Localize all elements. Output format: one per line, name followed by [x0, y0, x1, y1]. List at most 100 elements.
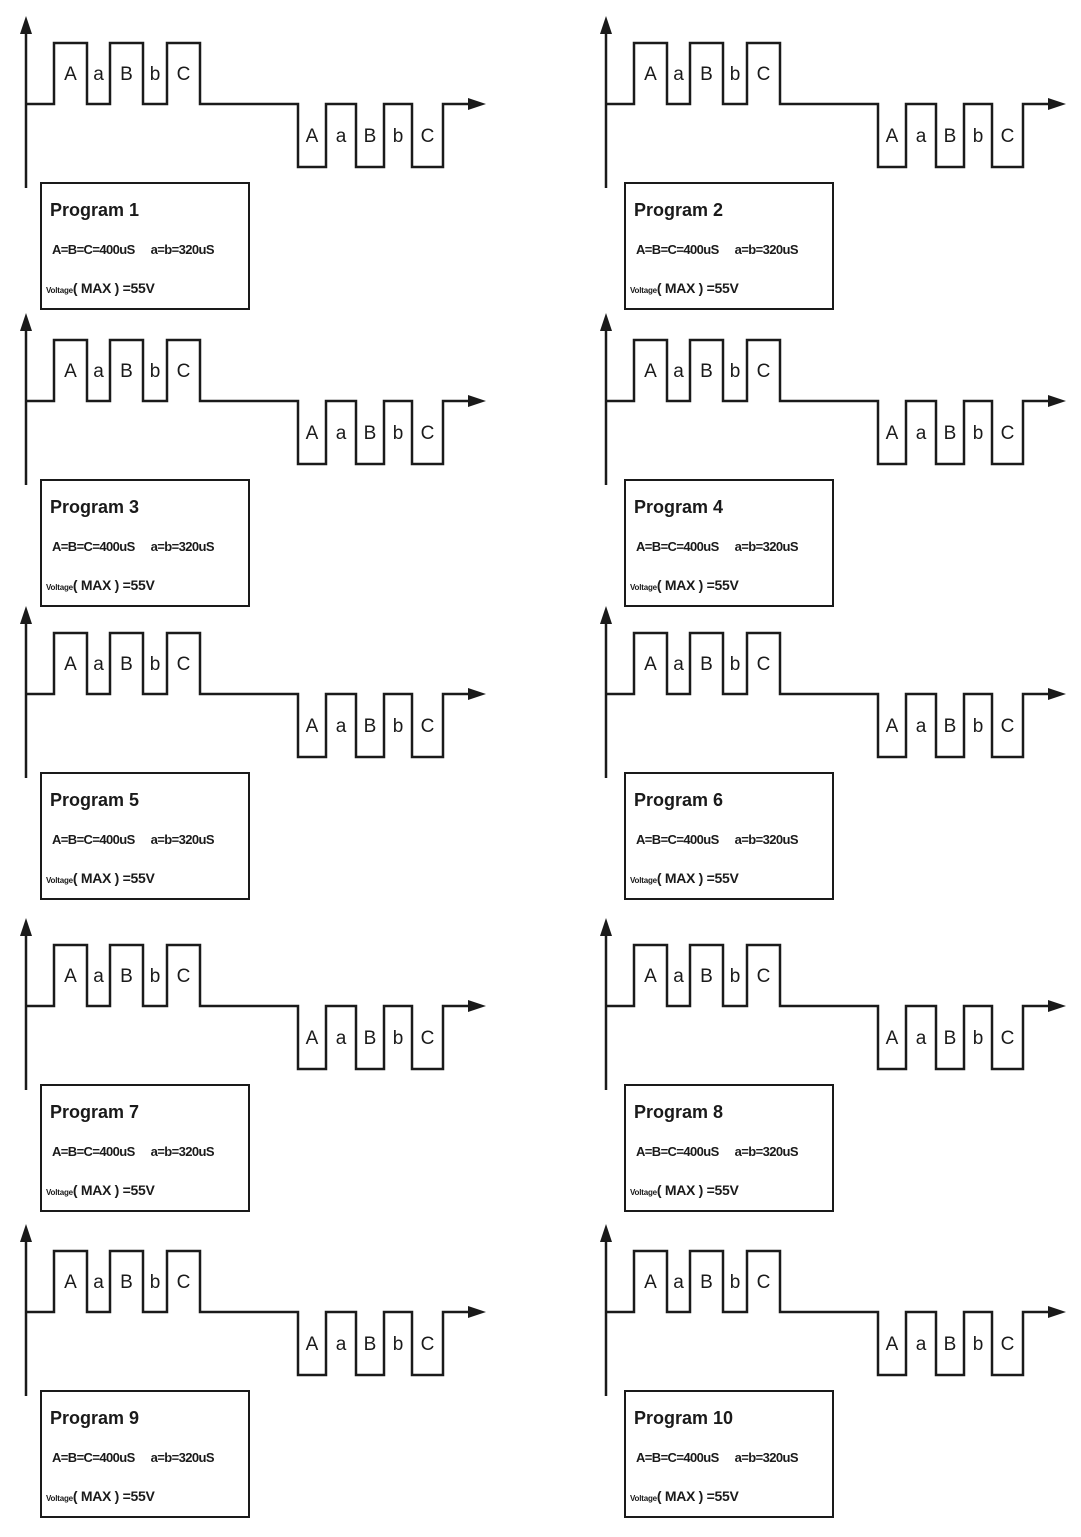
timing-minor: a=b=320uS: [734, 1450, 799, 1465]
pulse-label: b: [393, 126, 404, 147]
pulse-label: C: [757, 361, 771, 382]
voltage-label: Voltage: [630, 583, 657, 592]
pulse-waveform: [606, 1249, 1050, 1377]
pulse-waveform: [26, 338, 470, 466]
x-axis-arrow-icon: [468, 1306, 486, 1318]
voltage-max: ( MAX ) =55V: [72, 1488, 155, 1504]
timing-major: A=B=C=400uS: [52, 539, 135, 554]
pulse-label: C: [1001, 716, 1015, 737]
pulse-label: B: [700, 64, 713, 85]
voltage-label: Voltage: [46, 1494, 73, 1503]
y-axis-arrow-icon: [20, 918, 32, 936]
pulse-label: b: [730, 1272, 741, 1293]
y-axis-arrow-icon: [600, 606, 612, 624]
pulse-label: a: [673, 654, 684, 675]
pulse-label: A: [64, 966, 77, 987]
timing-minor: a=b=320uS: [734, 242, 799, 257]
pulse-waveform: [606, 631, 1050, 759]
pulse-label: b: [973, 1028, 984, 1049]
pulse-label: B: [120, 654, 133, 675]
pulse-label: B: [120, 1272, 133, 1293]
pulse-label: A: [886, 716, 899, 737]
program-timing: A=B=C=400uS a=b=320uS: [636, 242, 799, 257]
timing-minor: a=b=320uS: [150, 1144, 215, 1159]
pulse-label: b: [393, 1028, 404, 1049]
pulse-label: C: [421, 716, 435, 737]
pulse-label: a: [673, 361, 684, 382]
pulse-label: a: [916, 1028, 927, 1049]
timing-minor: a=b=320uS: [734, 832, 799, 847]
pulse-label: C: [1001, 1028, 1015, 1049]
pulse-label: A: [886, 1028, 899, 1049]
pulse-label: B: [944, 1028, 957, 1049]
y-axis-arrow-icon: [600, 1224, 612, 1242]
pulse-label: B: [944, 126, 957, 147]
timing-major: A=B=C=400uS: [636, 242, 719, 257]
program-title: Program 6: [634, 790, 724, 810]
pulse-label: A: [64, 64, 77, 85]
x-axis-arrow-icon: [468, 395, 486, 407]
pulse-label: C: [421, 126, 435, 147]
pulse-label: C: [757, 1272, 771, 1293]
voltage-label: Voltage: [630, 1494, 657, 1503]
pulse-waveform: [26, 943, 470, 1071]
pulse-label: b: [973, 1334, 984, 1355]
voltage-max: ( MAX ) =55V: [656, 870, 739, 886]
program-voltage: Voltage( MAX ) =55V: [630, 280, 739, 298]
timing-major: A=B=C=400uS: [52, 832, 135, 847]
timing-minor: a=b=320uS: [734, 1144, 799, 1159]
voltage-max: ( MAX ) =55V: [656, 1488, 739, 1504]
pulse-label: A: [886, 1334, 899, 1355]
pulse-label: B: [364, 126, 377, 147]
y-axis-arrow-icon: [20, 606, 32, 624]
pulse-label: b: [393, 423, 404, 444]
voltage-max: ( MAX ) =55V: [72, 1182, 155, 1198]
pulse-label: B: [944, 423, 957, 444]
pulse-label: B: [944, 716, 957, 737]
pulse-label: C: [757, 654, 771, 675]
pulse-label: a: [916, 423, 927, 444]
voltage-max: ( MAX ) =55V: [656, 1182, 739, 1198]
voltage-max: ( MAX ) =55V: [72, 870, 155, 886]
program-voltage: Voltage( MAX ) =55V: [46, 577, 155, 595]
timing-major: A=B=C=400uS: [52, 242, 135, 257]
pulse-label: b: [150, 361, 161, 382]
program-timing: A=B=C=400uS a=b=320uS: [52, 539, 215, 554]
x-axis-arrow-icon: [1048, 688, 1066, 700]
timing-minor: a=b=320uS: [150, 539, 215, 554]
program-title: Program 2: [634, 200, 724, 220]
pulse-label: A: [64, 1272, 77, 1293]
voltage-label: Voltage: [630, 876, 657, 885]
pulse-label: A: [306, 126, 319, 147]
program-voltage: Voltage( MAX ) =55V: [46, 1182, 155, 1200]
pulse-label: A: [644, 1272, 657, 1293]
program-title: Program 4: [634, 497, 724, 517]
y-axis-arrow-icon: [20, 1224, 32, 1242]
pulse-label: a: [93, 64, 104, 85]
pulse-label: B: [700, 966, 713, 987]
pulse-label: b: [150, 1272, 161, 1293]
pulse-label: A: [306, 423, 319, 444]
pulse-label: B: [700, 361, 713, 382]
voltage-label: Voltage: [630, 286, 657, 295]
pulse-label: C: [177, 654, 191, 675]
y-axis-arrow-icon: [20, 313, 32, 331]
pulse-waveform: [26, 41, 470, 169]
program-voltage: Voltage( MAX ) =55V: [46, 280, 155, 298]
